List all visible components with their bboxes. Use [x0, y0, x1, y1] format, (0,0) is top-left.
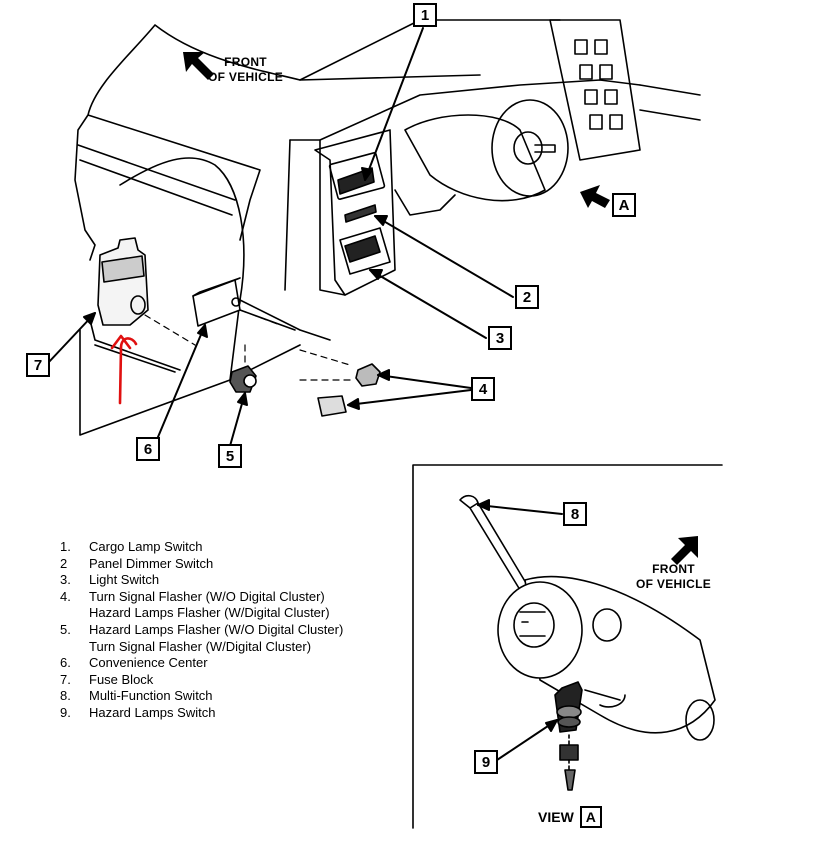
callout-1: 1	[413, 3, 437, 27]
callout-2: 2	[515, 285, 539, 309]
legend-item: 4.Turn Signal Flasher (W/O Digital Clust…	[60, 588, 325, 604]
view-word: VIEW	[538, 809, 574, 825]
view-a-front-line1: FRONT	[652, 562, 695, 576]
view-a-arrow-icon	[580, 185, 610, 208]
front-of-vehicle-label: FRONT OF VEHICLE	[208, 55, 283, 85]
view-a-frame	[412, 464, 723, 829]
turn-flasher-4b	[317, 395, 347, 417]
view-a-marker: A	[612, 193, 636, 217]
legend-item: 8.Multi-Function Switch	[60, 688, 213, 704]
view-letter-box: A	[579, 806, 602, 828]
legend-item: 3.Light Switch	[60, 572, 160, 588]
callout-6: 6	[136, 437, 160, 461]
instrument-cluster	[549, 19, 641, 161]
front-label-line2: OF VEHICLE	[208, 70, 284, 84]
switch-bezel	[314, 129, 396, 296]
panel-dimmer-switch	[344, 204, 377, 223]
red-annotation-arrow	[118, 337, 138, 405]
dashboard-outline	[74, 19, 561, 261]
legend-item: 5.Hazard Lamps Flasher (W/O Digital Clus…	[60, 621, 344, 637]
callout-7: 7	[26, 353, 50, 377]
front-arrow-icon	[183, 52, 214, 80]
callout-5: 5	[218, 444, 242, 468]
callout-3: 3	[488, 326, 512, 350]
hazard-knob	[559, 744, 579, 761]
steering-column	[404, 114, 546, 202]
view-a-caption: VIEW A	[538, 806, 602, 828]
view-a-front-line2: OF VEHICLE	[636, 577, 712, 591]
turn-flasher-4a	[355, 363, 381, 387]
light-switch	[339, 227, 391, 275]
legend-item: 6.Convenience Center	[60, 655, 208, 671]
callout-4: 4	[471, 377, 495, 401]
view-front-arrow-icon	[671, 536, 698, 565]
front-label-line1: FRONT	[224, 55, 267, 69]
legend-item: 1.Cargo Lamp Switch	[60, 539, 203, 554]
legend-item: Hazard Lamps Flasher (W/Digital Cluster)	[89, 605, 330, 621]
callout-8: 8	[563, 502, 587, 526]
callout-9: 9	[474, 750, 498, 774]
legend-item: 7.Fuse Block	[60, 671, 154, 687]
view-a-front-label: FRONT OF VEHICLE	[636, 562, 711, 592]
legend-item: Turn Signal Flasher (W/Digital Cluster)	[89, 638, 312, 654]
legend-item: 9.Hazard Lamps Switch	[60, 704, 216, 720]
